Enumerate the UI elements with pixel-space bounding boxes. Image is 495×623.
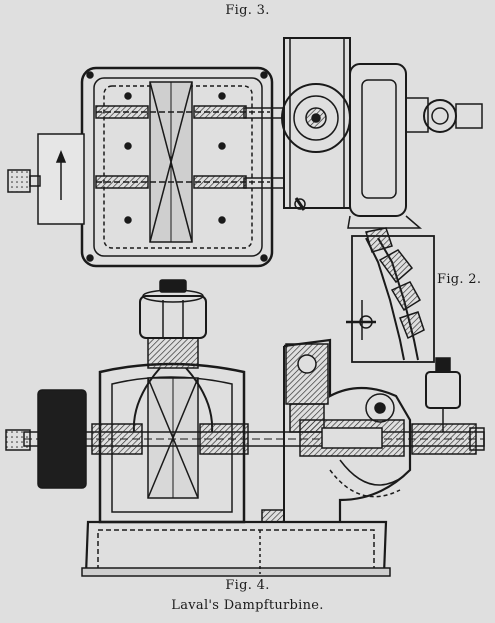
fig2-label: Fig. 2. — [437, 272, 482, 287]
fig4-side-elevation — [5, 279, 485, 577]
fig4-label: Fig. 4. — [225, 578, 270, 593]
fig3-top-view — [7, 37, 483, 268]
fig2-nozzle-detail — [346, 227, 435, 363]
plate-caption: Laval's Dampfturbine. — [171, 598, 324, 613]
fig3-label: Fig. 3. — [225, 3, 270, 18]
